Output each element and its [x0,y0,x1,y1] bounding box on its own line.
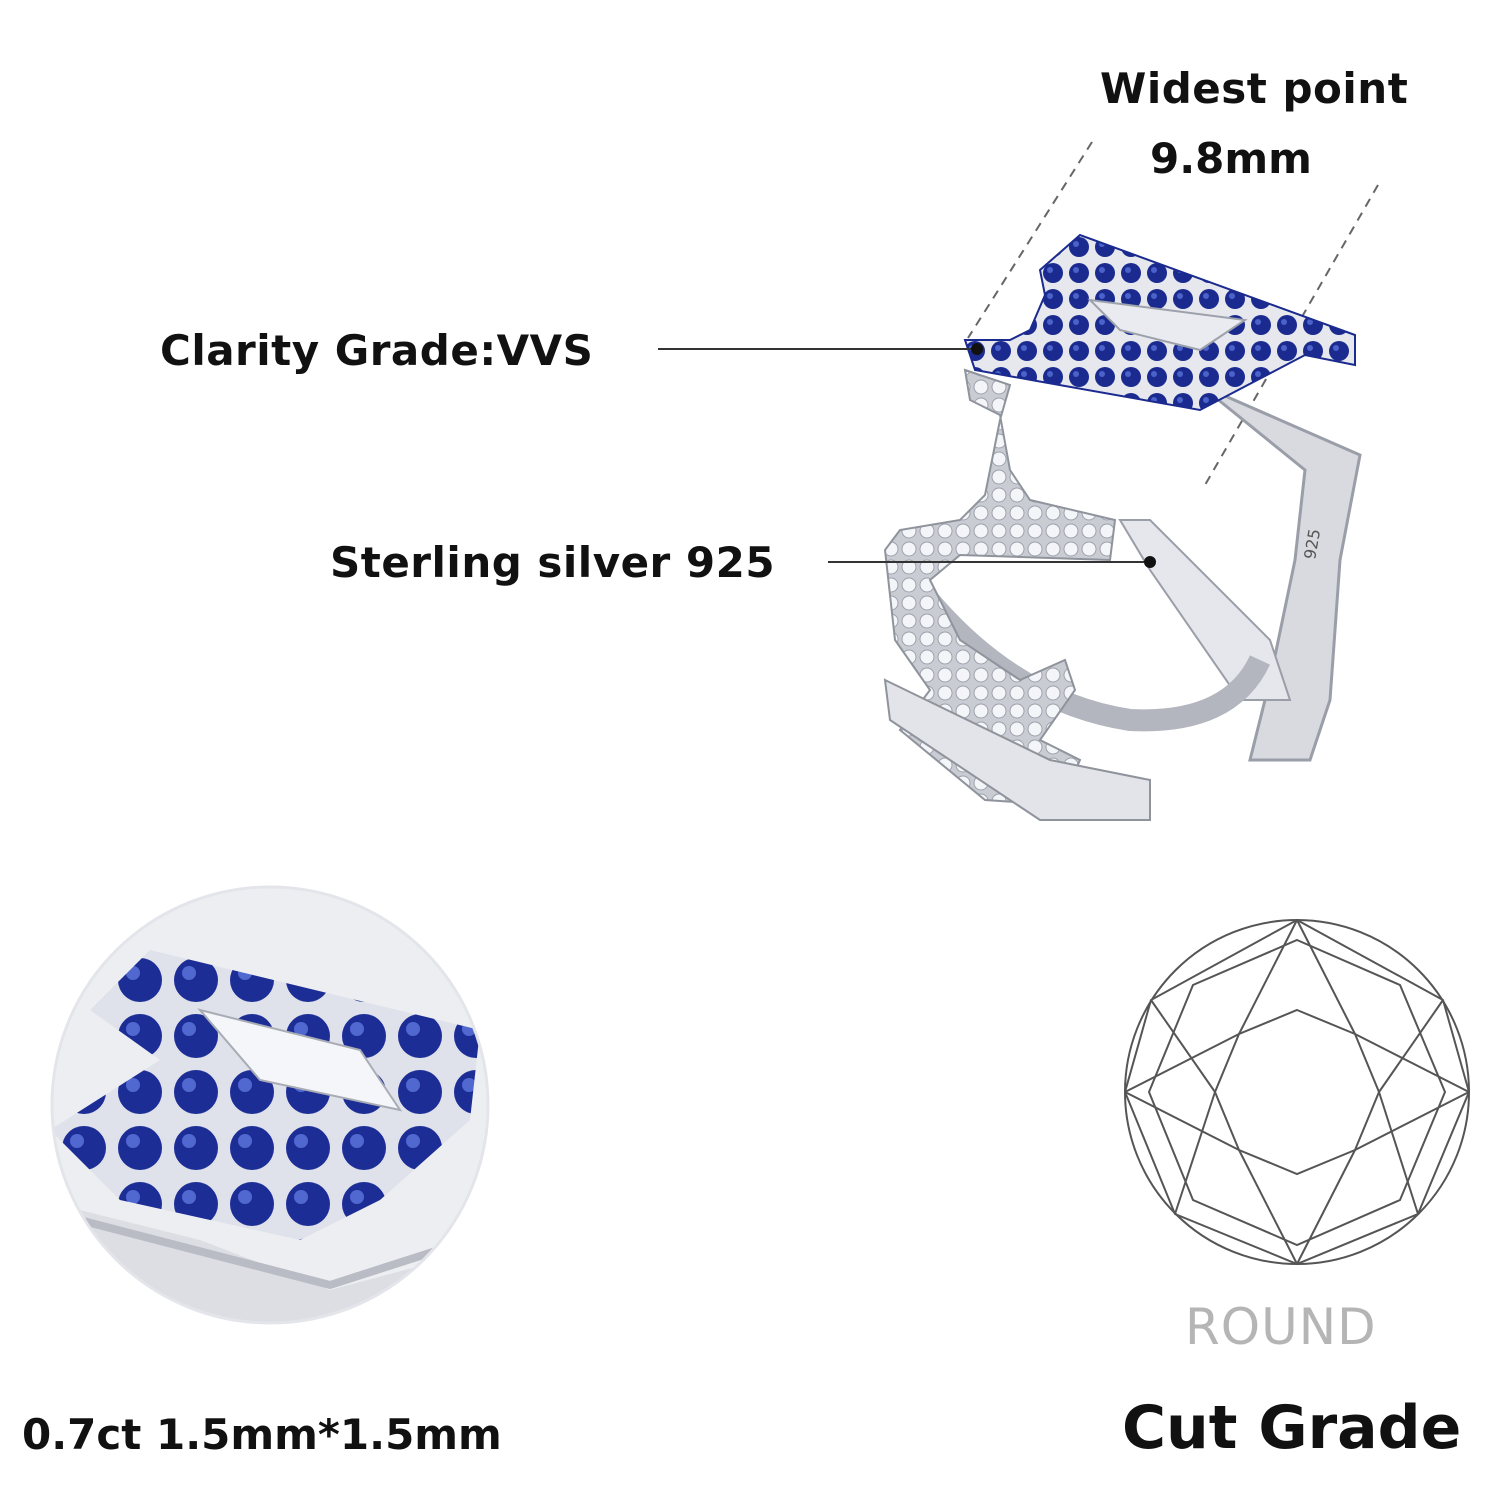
stone-size-label: 0.7ct 1.5mm*1.5mm [22,1410,502,1459]
round-cut-diagram [1123,918,1471,1266]
dimension-line-right [1204,184,1379,486]
widest-point-label: Widest point [1100,64,1409,113]
cut-shape-label: ROUND [1185,1298,1377,1356]
cut-grade-label: Cut Grade [1122,1393,1462,1463]
silver-callout [828,556,1156,568]
clarity-callout [658,343,983,355]
clarity-grade-label: Clarity Grade:VVS [160,326,594,375]
dimension-line-left [967,141,1093,339]
ring-illustration: 925 [883,233,1362,821]
sterling-silver-label: Sterling silver 925 [330,538,776,587]
stone-zoom-view [50,885,490,1325]
widest-point-value: 9.8mm [1150,134,1312,183]
